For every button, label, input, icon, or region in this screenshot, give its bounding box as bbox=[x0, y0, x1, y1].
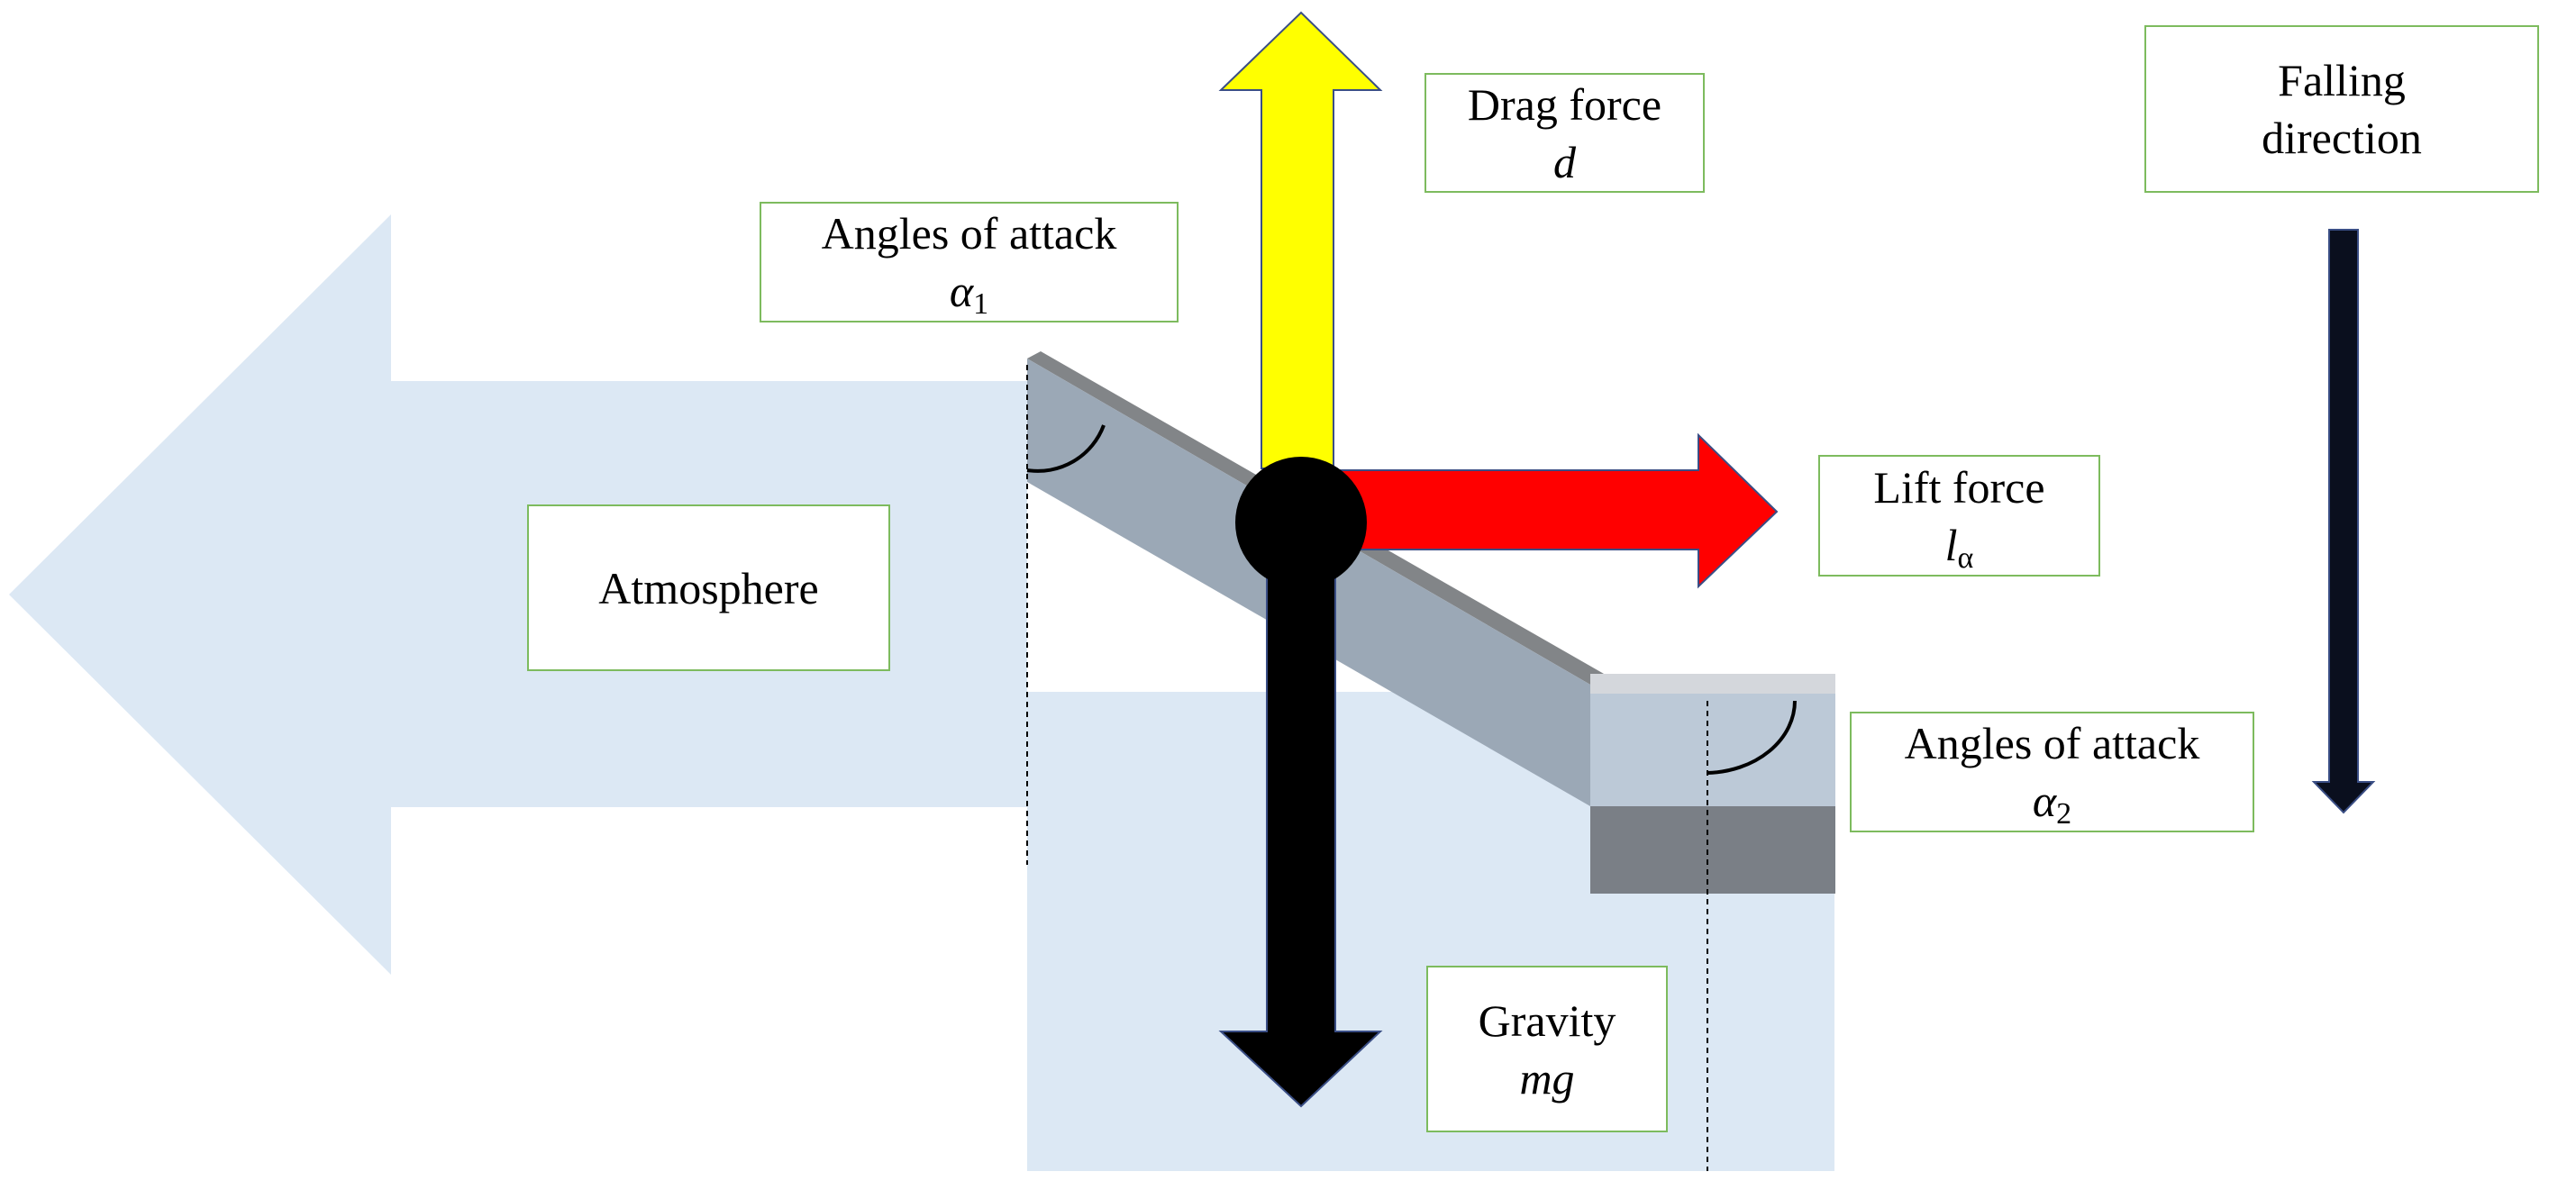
drag-force-symbol: d bbox=[1553, 136, 1576, 187]
lift-force-symbol: l bbox=[1944, 519, 1958, 570]
angle-arc-2 bbox=[1707, 700, 1797, 775]
angle-arc-1 bbox=[1026, 424, 1106, 473]
drag-force-label: Drag force d bbox=[1425, 73, 1705, 193]
lift-force-subscript: α bbox=[1957, 540, 1974, 575]
gravity-symbol: mg bbox=[1519, 1052, 1575, 1104]
angle-1-symbol: α bbox=[949, 266, 974, 316]
gravity-arrow-icon bbox=[1218, 531, 1383, 1108]
atmosphere-title: Atmosphere bbox=[598, 562, 819, 613]
angle-1-title: Angles of attack bbox=[821, 208, 1117, 259]
falling-line1: Falling bbox=[2278, 55, 2406, 105]
angle-2-subscript: 2 bbox=[2056, 797, 2072, 831]
angle-of-attack-2-label: Angles of attack α2 bbox=[1850, 712, 2254, 832]
box-dark-block bbox=[1590, 806, 1835, 894]
lift-force-title: Lift force bbox=[1873, 461, 2045, 513]
angle-2-symbol: α bbox=[2032, 776, 2057, 826]
gravity-label: Gravity mg bbox=[1426, 966, 1668, 1132]
atmosphere-label: Atmosphere bbox=[527, 504, 890, 671]
angle-1-subscript: 1 bbox=[973, 287, 989, 321]
drag-force-title: Drag force bbox=[1467, 78, 1662, 130]
gravity-title: Gravity bbox=[1478, 995, 1616, 1046]
box-top bbox=[1590, 674, 1835, 694]
falling-direction-label: Falling direction bbox=[2144, 25, 2539, 193]
box-face bbox=[1590, 694, 1835, 806]
angle-of-attack-1-label: Angles of attack α1 bbox=[760, 202, 1179, 322]
angle-2-title: Angles of attack bbox=[1904, 718, 2200, 768]
falling-arrow-icon bbox=[2311, 229, 2376, 814]
lift-arrow-icon bbox=[1324, 432, 1779, 589]
center-of-mass bbox=[1235, 457, 1367, 588]
atmosphere-arrow-icon bbox=[9, 214, 1027, 975]
drag-arrow-icon bbox=[1218, 11, 1383, 469]
falling-line2: direction bbox=[2262, 113, 2422, 163]
lift-force-label: Lift force lα bbox=[1818, 455, 2100, 577]
